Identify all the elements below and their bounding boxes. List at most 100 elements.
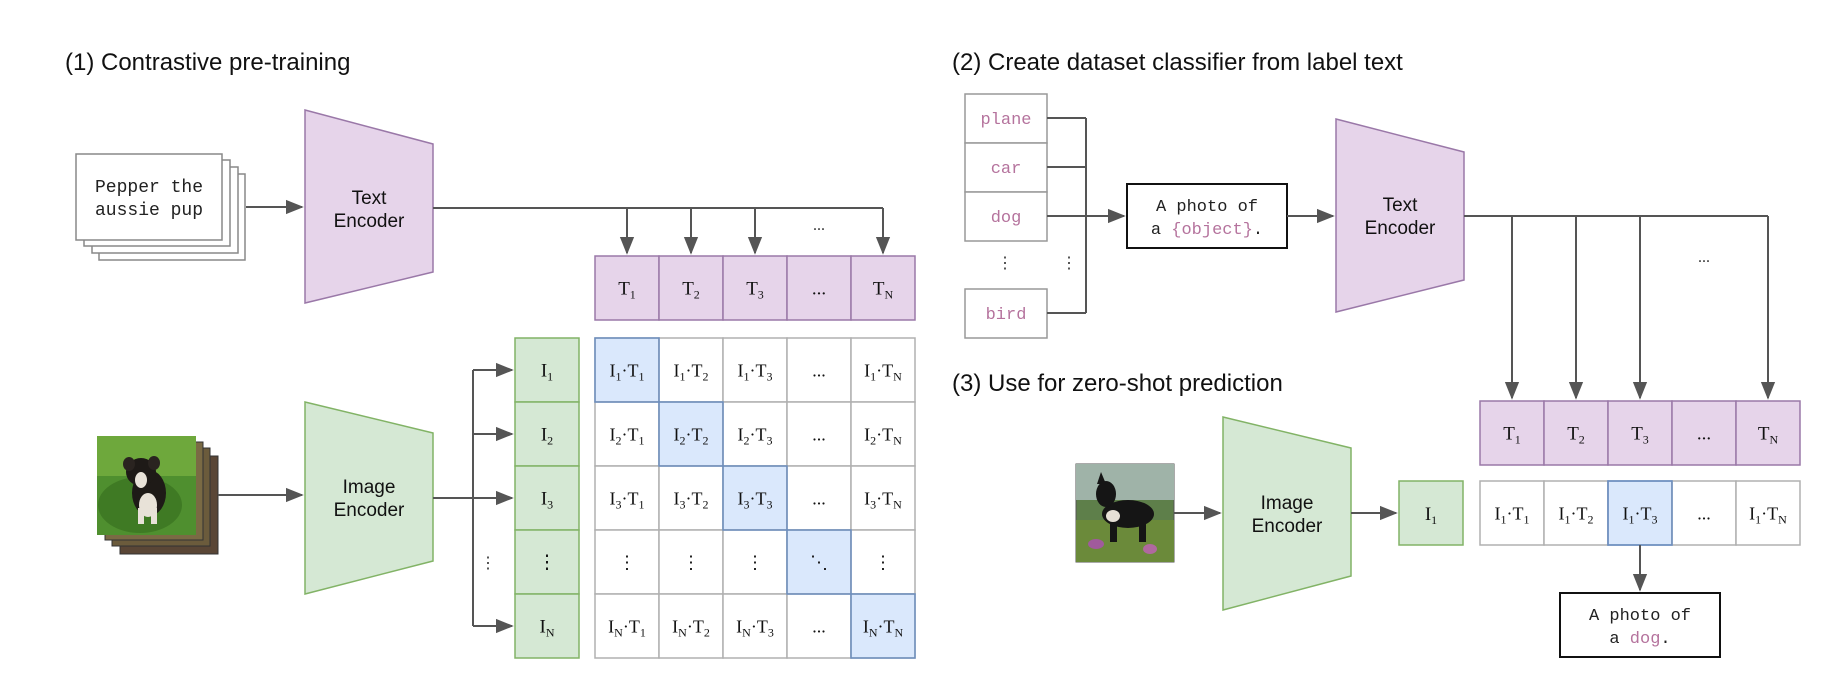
matrix-cell-label: ... xyxy=(812,616,826,636)
image-feature-label: IN xyxy=(540,617,555,640)
matrix-cell xyxy=(786,593,852,659)
text-feature-cell xyxy=(1735,400,1801,466)
label-connectors xyxy=(1047,117,1126,314)
text-encoder-2 xyxy=(1335,118,1465,313)
image-feature-vdots: ⋮ xyxy=(480,555,496,572)
matrix-cell-label: I2·TN xyxy=(864,424,902,447)
matrix-cell-diagonal xyxy=(786,529,852,595)
image-feature-label: I2 xyxy=(541,425,553,448)
matrix-cell-label: I1·T2 xyxy=(674,360,709,383)
score-cell xyxy=(1543,480,1609,546)
label-box xyxy=(964,142,1048,193)
image-feature-label: ⋮ xyxy=(538,553,557,574)
matrix-cell xyxy=(850,529,916,595)
matrix-cell-label: I3·T2 xyxy=(674,488,709,511)
section1-title: (1) Contrastive pre-training xyxy=(65,49,350,76)
matrix-diagonal-border xyxy=(850,593,916,659)
text-feature-cell xyxy=(658,255,724,321)
matrix-cell-diagonal xyxy=(594,337,660,403)
text-feature-cell xyxy=(850,255,916,321)
label-box xyxy=(964,191,1048,242)
score-cell-label: ... xyxy=(1697,503,1711,523)
image-encoder-2-label-2: Encoder xyxy=(1252,516,1323,537)
score-cell xyxy=(1735,480,1801,546)
matrix-cell-label: I2·T3 xyxy=(738,424,773,447)
matrix-cell-label: ⋮ xyxy=(874,552,892,572)
matrix-cell xyxy=(594,465,660,531)
score-cell xyxy=(1479,480,1545,546)
matrix-cell-label: ⋱ xyxy=(810,552,828,572)
matrix-diagonal-border xyxy=(722,465,788,531)
image-encoder-1-label-2: Encoder xyxy=(334,500,405,521)
text-encoder-1-label-2: Encoder xyxy=(334,211,405,232)
matrix-diagonal-border xyxy=(658,401,724,467)
prediction-line-1: A photo of xyxy=(1589,607,1691,626)
prompt-template-line-1: A photo of xyxy=(1156,198,1258,217)
matrix-cell-label: I3·T3 xyxy=(738,488,773,511)
text-feature-connectors-2 xyxy=(1464,215,1776,400)
image-feature-cell xyxy=(514,465,580,531)
score-cell-label: I1·T1 xyxy=(1495,503,1530,526)
text-encoder-2-label-1: Text xyxy=(1383,195,1419,216)
text-input-stack: Pepper the aussie pup xyxy=(75,153,246,261)
text-encoder-1-label-1: Text xyxy=(352,188,388,209)
text-feature-label: TN xyxy=(1758,424,1779,447)
image-encoder-1-label-1: Image xyxy=(343,477,396,498)
text-feature-cell xyxy=(594,255,660,321)
image-feature-3-label: I1 xyxy=(1425,504,1437,527)
score-cell xyxy=(1671,480,1737,546)
matrix-cell-label: IN·T3 xyxy=(736,616,774,639)
text-feature-label: T2 xyxy=(682,279,700,302)
label-list-vdots: ⋮ xyxy=(997,255,1013,272)
matrix-cell-label: I3·T1 xyxy=(610,488,645,511)
image-feature-cell xyxy=(514,337,580,403)
matrix-cell xyxy=(594,593,660,659)
text-input-line-1: Pepper the xyxy=(95,178,203,198)
matrix-cell-label: ... xyxy=(812,360,826,380)
matrix-cell-label: IN·TN xyxy=(863,616,904,639)
matrix-cell xyxy=(722,593,788,659)
text-encoder-2-label-2: Encoder xyxy=(1365,218,1436,239)
text-feature-label: T3 xyxy=(746,279,764,302)
image-feature-connectors xyxy=(433,362,514,634)
dog-photo xyxy=(1075,463,1175,563)
matrix-cell xyxy=(594,529,660,595)
matrix-cell-label: I3·TN xyxy=(864,488,902,511)
section3-title: (3) Use for zero-shot prediction xyxy=(952,370,1283,397)
image-feature-label: I1 xyxy=(541,361,553,384)
prediction-line-2: a dog. xyxy=(1609,630,1670,649)
matrix-cell-label: I2·T1 xyxy=(610,424,645,447)
matrix-cell xyxy=(850,337,916,403)
image-feature-3: I1 xyxy=(1398,480,1464,546)
score-cell-label: I1·T2 xyxy=(1559,503,1594,526)
image-encoder-1 xyxy=(304,401,434,595)
matrix-cell-label: ⋮ xyxy=(618,552,636,572)
matrix-cell-label: ⋮ xyxy=(682,552,700,572)
matrix-cell-label: I2·T2 xyxy=(674,424,709,447)
text-feature-label: T1 xyxy=(618,279,636,302)
matrix-cell xyxy=(786,465,852,531)
matrix-cell-label: IN·T1 xyxy=(608,616,646,639)
matrix-cell-label: I1·TN xyxy=(864,360,902,383)
text-feature-ellipsis-2: ... xyxy=(1698,249,1710,266)
matrix-cell xyxy=(850,401,916,467)
text-feature-cell xyxy=(1479,400,1545,466)
matrix-cell-label: ⋮ xyxy=(746,552,764,572)
text-feature-label: ... xyxy=(1697,424,1711,445)
matrix-cell-label: I1·T3 xyxy=(738,360,773,383)
text-feature-label: TN xyxy=(873,279,894,302)
text-feature-cell xyxy=(722,255,788,321)
matrix-diagonal-border xyxy=(594,337,660,403)
text-input-line-2: aussie pup xyxy=(95,201,203,221)
text-feature-label: ... xyxy=(812,279,826,300)
text-feature-cell xyxy=(786,255,852,321)
prediction-box: A photo of a dog. xyxy=(1559,592,1721,658)
text-encoder-1 xyxy=(304,109,434,304)
label-box xyxy=(964,93,1048,144)
matrix-cell-label: IN·T2 xyxy=(672,616,710,639)
